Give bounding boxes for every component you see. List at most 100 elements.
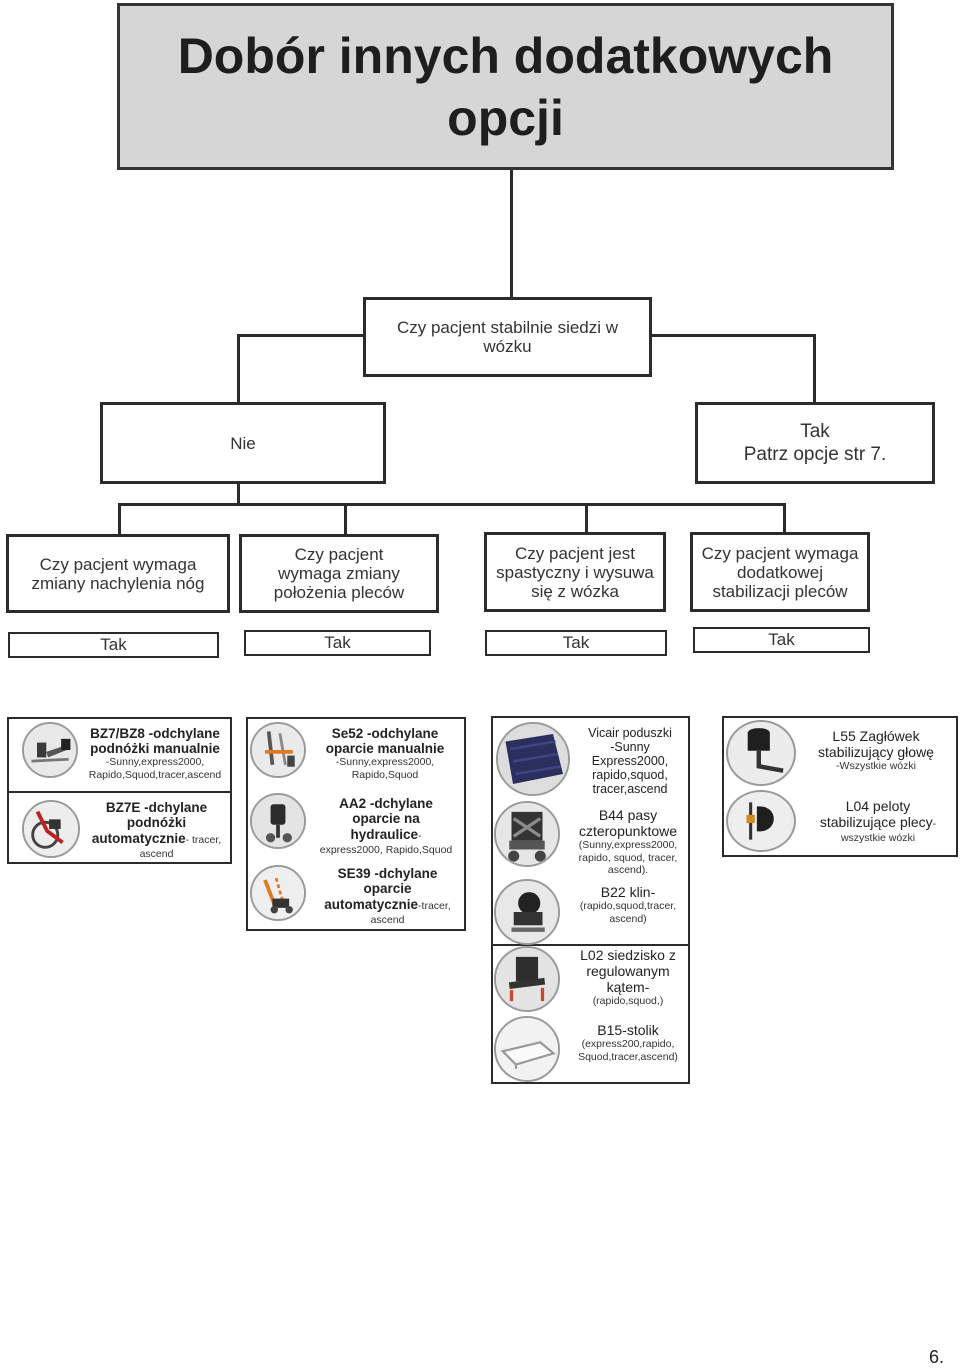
- connector-q2: [344, 503, 347, 536]
- hydraulic-recline-photo-icon: [250, 793, 306, 849]
- tak-label-1: Tak: [100, 635, 127, 654]
- title-line-1: Dobór innych dodatkowych: [177, 27, 834, 84]
- l04-title-2: stabilizujące plecy: [819, 814, 933, 830]
- b22-models-2: ascend): [609, 912, 647, 925]
- question-main-line-2: wózku: [483, 337, 532, 356]
- b15-models-2: Squod,tracer,ascend): [578, 1050, 678, 1063]
- q2-line-2: wymaga zmiany: [278, 564, 400, 583]
- q4-line-1: Czy pacjent wymaga: [701, 543, 859, 563]
- q1-line-2: zmiany nachylenia nóg: [31, 573, 205, 593]
- question-main-line-1: Czy pacjent stabilnie siedzi w: [396, 318, 619, 337]
- power-footrest-photo-icon: [22, 800, 80, 858]
- aa2-models-2: express2000, Rapido,Squod: [319, 844, 453, 856]
- option-l55: L55 Zagłówek stabilizujący głowę -Wszyst…: [796, 728, 956, 773]
- se39-title-3: automatycznie: [324, 897, 419, 912]
- q3-line-1: Czy pacjent jest: [515, 543, 635, 563]
- bz7-models-1: -Sunny,express2000,: [105, 756, 205, 768]
- connector-questions-h: [118, 503, 786, 506]
- tilt-seat-photo-icon: [494, 946, 560, 1012]
- option-vicair: Vicair poduszki -Sunny Express2000, rapi…: [572, 726, 688, 796]
- connector-q4: [783, 503, 786, 536]
- q4-line-3: stabilizacji pleców: [712, 581, 848, 601]
- l55-title-2: stabilizujący głowę: [818, 744, 934, 760]
- manual-recline-photo-icon: [250, 722, 306, 778]
- headrest-photo-icon: [726, 720, 796, 786]
- bz7-title-2: podnóżki manualnie: [90, 741, 220, 756]
- question-leg-angle: Czy pacjent wymaga zmiany nachylenia nóg: [6, 534, 230, 613]
- tray-photo-icon: [494, 1016, 560, 1082]
- vicair-line-1: Vicair poduszki: [588, 726, 672, 740]
- question-back-position: Czy pacjent wymaga zmiany położenia plec…: [239, 534, 439, 613]
- b22-models-1: (rapido,squod,tracer,: [579, 900, 677, 912]
- tak-bar-2: Tak: [244, 630, 431, 656]
- q2-line-1: Czy pacjent: [294, 545, 384, 564]
- q4-line-2: dodatkowej: [736, 562, 823, 582]
- aa2-title-1: AA2 -dchylane: [339, 796, 433, 811]
- l55-title-1: L55 Zagłówek: [832, 728, 920, 744]
- wedge-photo-icon: [494, 879, 560, 945]
- bz7e-title-1: BZ7E -dchylane: [105, 800, 208, 815]
- se39-title-1: SE39 -dchylane: [337, 866, 438, 881]
- tak-label-2: Tak: [324, 633, 351, 652]
- vicair-line-4: rapido,squod,: [592, 768, 668, 782]
- footrest-photo-icon: [22, 722, 78, 778]
- panel-1-divider: [9, 791, 230, 793]
- answer-yes-line-1: Tak: [800, 421, 830, 442]
- tak-bar-3: Tak: [485, 630, 667, 656]
- l02-models-1: (rapido,squod,): [592, 995, 664, 1007]
- answer-yes-box: Tak Patrz opcje str 7.: [695, 402, 935, 484]
- option-l02: L02 siedzisko z regulowanym kątem- (rapi…: [566, 947, 690, 1008]
- connector-q3: [585, 503, 588, 536]
- aa2-title-2: oparcie na: [352, 811, 420, 826]
- q1-line-1: Czy pacjent wymaga: [39, 554, 197, 574]
- connector-title-down: [510, 168, 513, 298]
- option-b22: B22 klin- (rapido,squod,tracer, ascend): [566, 884, 690, 925]
- l04-dash: -: [932, 818, 937, 830]
- connector-left-v: [237, 334, 240, 404]
- answer-no-label: Nie: [230, 433, 256, 453]
- b44-models-3: ascend).: [607, 864, 649, 876]
- se52-title-1: Se52 -odchylane: [331, 726, 439, 741]
- l02-title-1: L02 siedzisko z: [580, 947, 676, 963]
- bz7e-models-2: ascend: [139, 848, 174, 860]
- connector-right-h: [650, 334, 815, 337]
- q2-line-3: położenia pleców: [273, 583, 405, 602]
- cushion-photo-icon: [496, 722, 570, 796]
- tak-label-4: Tak: [768, 630, 795, 649]
- b44-models-1: (Sunny,express2000,: [578, 839, 678, 851]
- page-number: 6.: [929, 1347, 945, 1367]
- answer-yes-line-2: Patrz opcje str 7.: [743, 444, 887, 465]
- vicair-line-2: -Sunny: [610, 740, 650, 754]
- b22-title-1: B22 klin-: [600, 884, 656, 900]
- bz7e-models-1: - tracer,: [185, 834, 222, 846]
- l04-models-1: wszystkie wózki: [840, 832, 916, 844]
- title-box: Dobór innych dodatkowych opcji: [117, 3, 894, 170]
- option-aa2: AA2 -dchylane oparcie na hydraulice- exp…: [306, 796, 466, 857]
- connector-nie-down: [237, 483, 240, 505]
- answer-no-box: Nie: [100, 402, 386, 484]
- tak-bar-4: Tak: [693, 627, 870, 653]
- connector-left-h: [237, 334, 365, 337]
- tak-label-3: Tak: [562, 633, 590, 652]
- tak-bar-1: Tak: [8, 632, 219, 658]
- option-bz7-bz8: BZ7/BZ8 -odchylane podnóżki manualnie -S…: [80, 726, 230, 781]
- question-spastic: Czy pacjent jest spastyczny i wysuwa się…: [484, 532, 666, 612]
- option-bz7e: BZ7E -dchylane podnóżki automatycznie- t…: [84, 800, 229, 861]
- question-stable-seating: Czy pacjent stabilnie siedzi w wózku: [363, 297, 652, 377]
- bz7e-title-2: podnóżki: [126, 815, 187, 830]
- b15-models-1: (express200,rapido,: [581, 1038, 675, 1050]
- se39-models-2: ascend: [370, 914, 405, 926]
- l55-models-1: -Wszystkie wózki: [836, 760, 916, 772]
- option-se39: SE39 -dchylane oparcie automatycznie-tra…: [310, 866, 465, 927]
- q3-line-3: się z wózka: [531, 581, 619, 601]
- aa2-title-3: hydraulice: [350, 827, 419, 842]
- l04-title-1: L04 peloty: [845, 798, 911, 814]
- connector-q1: [118, 503, 121, 536]
- belt-photo-icon: [494, 801, 560, 867]
- l02-title-2: regulowanym: [586, 963, 670, 979]
- power-recline-photo-icon: [250, 865, 306, 921]
- l02-title-3: kątem-: [606, 979, 650, 995]
- bz7e-title-3: automatycznie: [91, 831, 186, 846]
- title-line-2: opcji: [447, 89, 564, 146]
- se52-models-2: Rapido,Squod: [351, 768, 419, 781]
